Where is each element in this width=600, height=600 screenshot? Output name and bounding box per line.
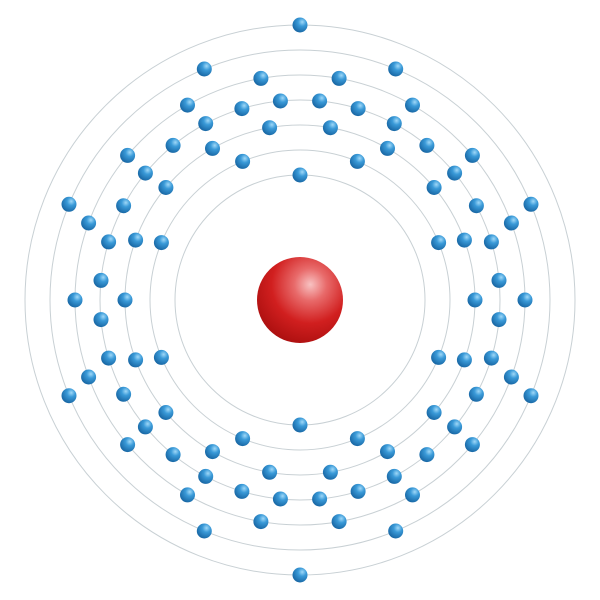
electron-shell-4 [350, 483, 366, 499]
electron-shell-2 [349, 153, 365, 169]
electron-shell-3 [322, 120, 338, 136]
electron-shell-4 [93, 312, 109, 328]
electron-shell-4 [491, 312, 507, 328]
electron-shell-4 [491, 272, 507, 288]
electron-shell-4 [483, 350, 499, 366]
electrons [61, 17, 539, 583]
electron-shell-1 [292, 167, 308, 183]
electron-shell-4 [137, 419, 153, 435]
electron-shell-5 [464, 437, 480, 453]
electron-shell-4 [234, 483, 250, 499]
orbit-shell-6 [49, 49, 551, 551]
electron-shell-4 [116, 386, 132, 402]
electron-shell-5 [464, 147, 480, 163]
electron-shell-3 [205, 140, 220, 156]
electron-shell-4 [386, 468, 402, 484]
electron-shell-3 [467, 292, 483, 308]
electron-shell-5 [120, 147, 136, 163]
electron-shell-4 [312, 491, 328, 507]
electron-shell-4 [272, 491, 288, 507]
electron-shell-3 [426, 405, 442, 420]
electron-shell-5 [180, 487, 195, 503]
electron-shell-5 [503, 215, 519, 231]
electron-shell-6 [523, 196, 539, 212]
electron-shell-5 [67, 292, 83, 308]
electron-shell-5 [253, 514, 269, 530]
electron-shell-3 [158, 180, 174, 195]
electron-shell-3 [262, 464, 278, 480]
electron-shell-5 [253, 70, 269, 86]
electron-shell-4 [272, 93, 288, 109]
electron-shell-4 [198, 468, 214, 484]
electron-shell-4 [483, 234, 499, 250]
electron-shell-4 [101, 234, 117, 250]
electron-shell-3 [117, 292, 133, 308]
electron-shell-7 [292, 567, 308, 583]
electron-shell-6 [61, 196, 77, 212]
electron-shell-6 [196, 61, 212, 77]
electron-shell-3 [322, 464, 338, 480]
nucleus [257, 257, 343, 343]
electron-shell-5 [331, 514, 347, 530]
electron-shell-1 [292, 417, 308, 433]
electron-shell-4 [165, 447, 181, 463]
electron-shell-5 [120, 437, 136, 453]
electron-shell-4 [419, 447, 435, 463]
electron-shell-3 [380, 140, 395, 156]
electron-shell-4 [165, 137, 181, 153]
electron-shell-4 [93, 272, 109, 288]
electron-shell-5 [180, 97, 195, 113]
electron-shell-2 [235, 431, 251, 447]
electron-shell-4 [116, 198, 132, 214]
electron-shell-4 [350, 101, 366, 117]
electron-shell-3 [128, 232, 144, 248]
electron-shell-3 [158, 405, 174, 420]
electron-shell-4 [312, 93, 328, 109]
electron-shell-6 [388, 523, 404, 539]
electron-shell-5 [81, 369, 97, 385]
electron-shell-2 [235, 153, 251, 169]
electron-shell-6 [523, 388, 539, 404]
electron-shell-5 [503, 369, 519, 385]
electron-shell-2 [431, 349, 447, 365]
electron-shell-4 [468, 198, 484, 214]
electron-shell-2 [431, 235, 447, 251]
electron-shell-4 [447, 165, 463, 181]
electron-shell-6 [196, 523, 212, 539]
electron-shell-3 [456, 352, 472, 368]
electron-shell-3 [262, 120, 278, 136]
electron-shell-4 [447, 419, 463, 435]
electron-shell-4 [419, 137, 435, 153]
electron-shell-5 [81, 215, 97, 231]
electron-shell-3 [205, 444, 220, 460]
orbit-shell-4 [99, 99, 501, 501]
electron-shell-3 [128, 352, 144, 368]
electron-shell-4 [137, 165, 153, 181]
electron-shell-2 [349, 431, 365, 447]
electron-shell-3 [456, 232, 472, 248]
electron-shell-3 [426, 180, 442, 195]
orbit-shell-2 [149, 149, 451, 451]
electron-shell-6 [61, 388, 77, 404]
electron-shell-7 [292, 17, 308, 33]
electron-shell-4 [234, 101, 250, 117]
electron-shell-5 [517, 292, 533, 308]
electron-shell-6 [388, 61, 404, 77]
electron-shell-4 [468, 386, 484, 402]
electron-shell-4 [198, 116, 214, 132]
electron-shell-5 [331, 70, 347, 86]
electron-shell-2 [153, 235, 169, 251]
electron-shell-4 [101, 350, 117, 366]
electron-shell-5 [405, 97, 420, 113]
electron-shell-3 [380, 444, 395, 460]
electron-shell-5 [405, 487, 420, 503]
electron-shell-4 [386, 116, 402, 132]
electron-shell-2 [153, 349, 169, 365]
